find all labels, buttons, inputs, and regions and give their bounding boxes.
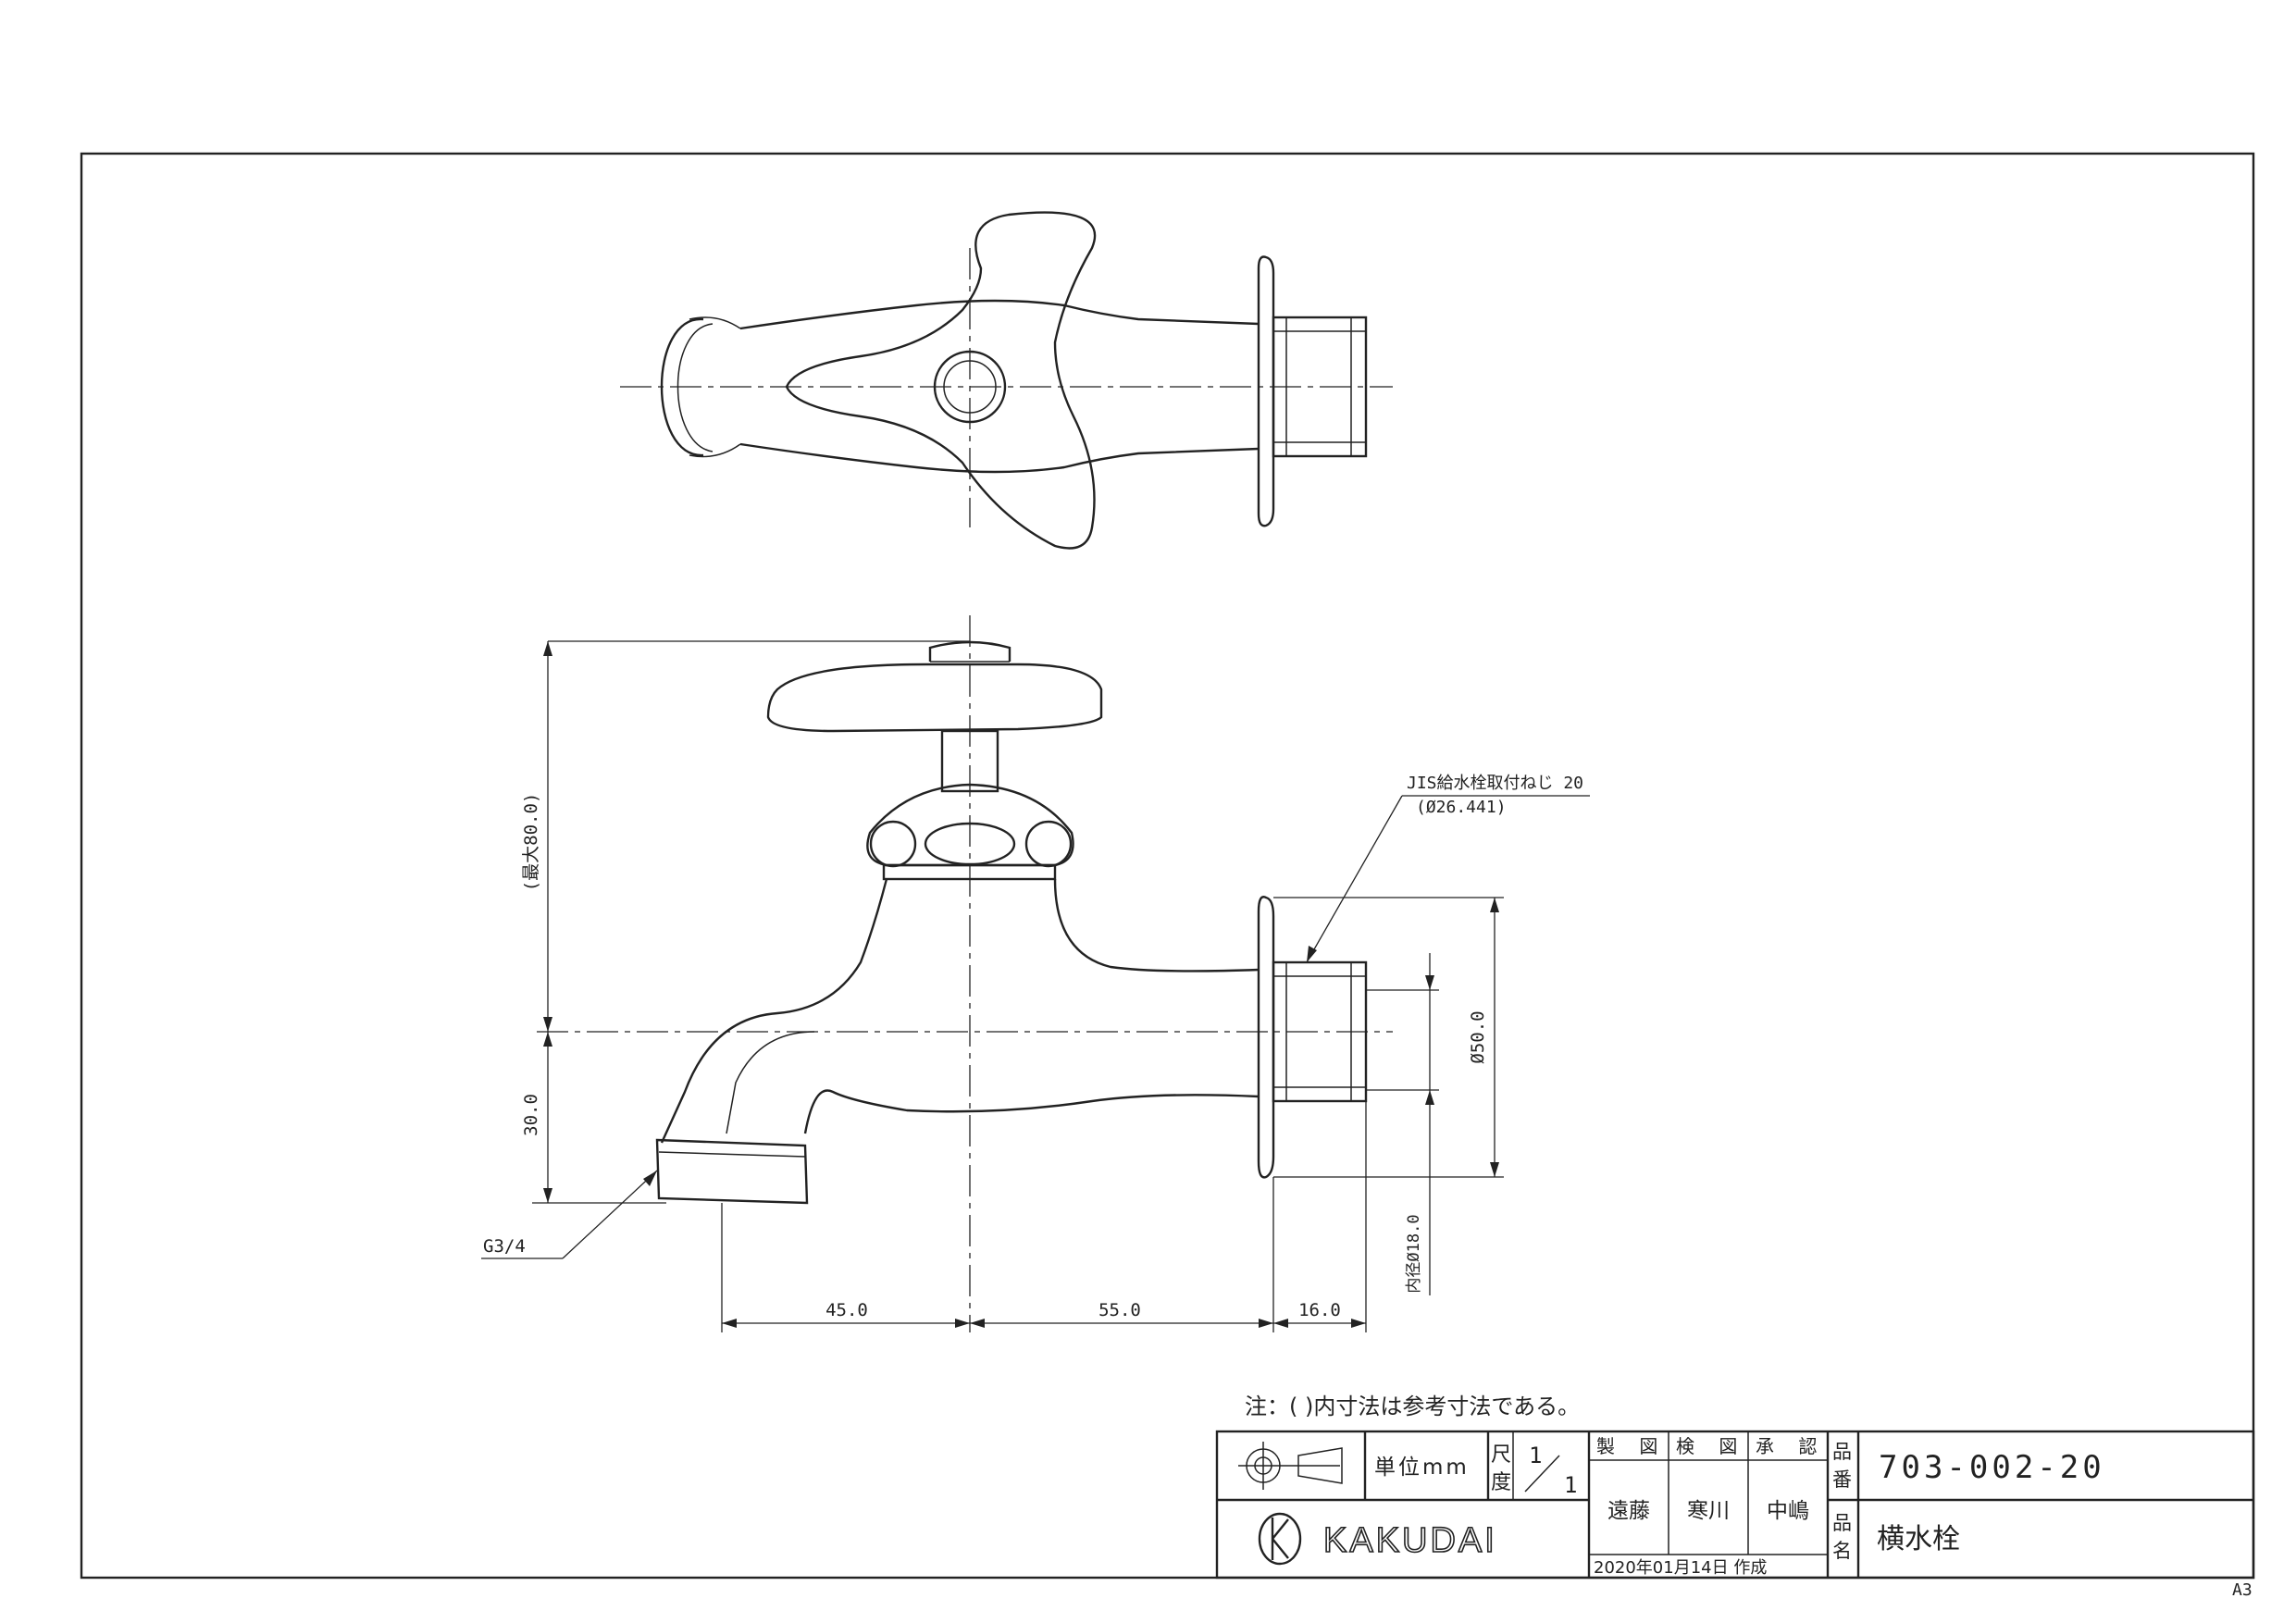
drawn-header: 製 図 (1596, 1435, 1667, 1457)
drawing-border (80, 152, 2255, 1580)
scale-label-2: 度 (1491, 1471, 1511, 1494)
dim-text-30: 30.0 (521, 1094, 541, 1136)
handle-top (785, 211, 1097, 550)
drawn-by: 遠藤 (1607, 1499, 1650, 1523)
body-outer-left (660, 878, 888, 1144)
unit-label: 単位mm (1374, 1456, 1470, 1480)
flange-front (1257, 896, 1275, 1179)
checked-header: 検 図 (1676, 1435, 1746, 1457)
kakudai-logo-icon (1258, 1512, 1302, 1566)
part-no-label-2: 番 (1832, 1468, 1852, 1491)
collar (882, 863, 1057, 881)
handle-cap (928, 640, 1011, 662)
dim-text-dia50: Ø50.0 (1468, 1010, 1488, 1063)
scale-numerator: 1 (1529, 1443, 1542, 1468)
sheet-size: A3 (2232, 1580, 2253, 1600)
label-jis-line2: (Ø26.441) (1416, 798, 1507, 817)
third-angle-projection-icon (1238, 1442, 1343, 1490)
body-bottom-outline (739, 442, 1260, 474)
name-label-1: 品 (1832, 1512, 1852, 1534)
handle-stem (940, 729, 999, 793)
spout-inner (726, 1031, 815, 1134)
top-view (620, 211, 1393, 550)
handle-knob-inner (943, 360, 997, 414)
thread-end-front (1272, 960, 1368, 1103)
handle-lever-side (766, 663, 1103, 733)
scale-label-1: 尺 (1491, 1443, 1511, 1467)
body-top-outline (739, 299, 1260, 330)
bonnet-lug-left (869, 820, 917, 868)
leader-g34 (562, 1170, 658, 1259)
dim-text-45: 45.0 (825, 1300, 868, 1320)
flange-top (1257, 255, 1275, 527)
part-no-label-1: 品 (1832, 1441, 1852, 1463)
thread-end-top (1272, 316, 1368, 458)
checked-by: 寒川 (1687, 1499, 1730, 1523)
dim-text-55: 55.0 (1098, 1300, 1141, 1320)
creation-date: 2020年01月14日 作成 (1594, 1558, 1767, 1578)
dim-text-16: 16.0 (1298, 1300, 1341, 1320)
body-outer-lower (803, 1089, 1260, 1134)
part-number: 703-002-20 (1879, 1449, 2105, 1486)
label-g34: G3/4 (483, 1236, 526, 1257)
handle-knob-outer (933, 350, 1007, 424)
body-outer-upper-right (1053, 878, 1260, 973)
brand-name: KAKUDAI (1323, 1521, 1497, 1560)
dimensions: (最大80.0) 30.0 45.0 55.0 16.0 Ø50.0 内径Ø18… (481, 640, 1590, 1332)
bonnet-lug-right (1024, 820, 1073, 868)
part-name: 横水栓 (1877, 1523, 1960, 1555)
scale-denominator: 1 (1564, 1472, 1577, 1498)
outlet-bell-outer (660, 317, 704, 457)
leader-jis (1306, 795, 1403, 963)
outlet-bell-inner (676, 323, 714, 452)
front-view (537, 615, 1393, 1332)
spout-nut (655, 1138, 809, 1205)
dim-text-inner18: 内径Ø18.0 (1405, 1214, 1423, 1293)
title-block: 単位mm 尺 度 1 1 製 図 検 図 承 認 遠藤 寒川 中嶋 2020年0… (1215, 1430, 2255, 1580)
name-label-2: 名 (1832, 1540, 1852, 1562)
label-jis-line1: JIS給水栓取付ねじ 20 (1407, 774, 1583, 793)
approved-by: 中嶋 (1767, 1499, 1809, 1523)
dim-text-height-max: (最大80.0) (521, 793, 541, 892)
approved-header: 承 認 (1756, 1435, 1826, 1457)
drawing-note: 注：( )内寸法は参考寸法である。 (1245, 1394, 1580, 1419)
